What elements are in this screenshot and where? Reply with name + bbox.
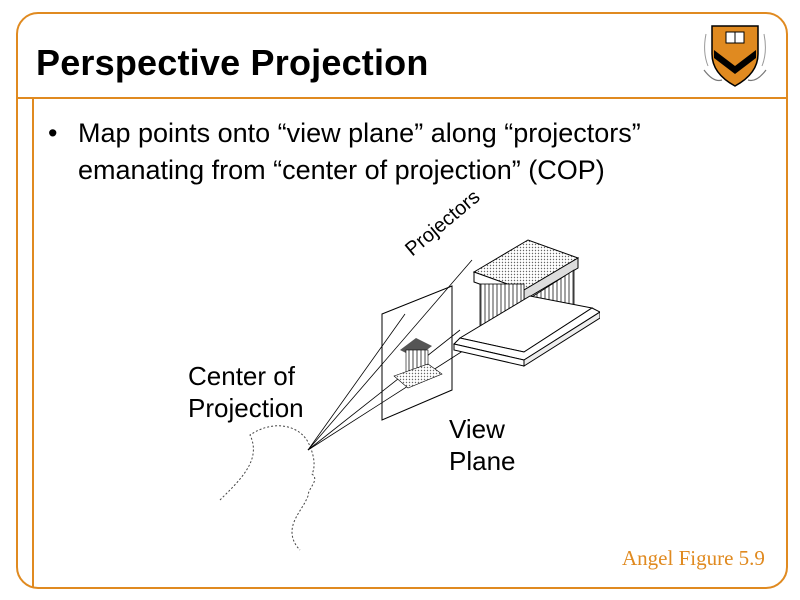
slide-title: Perspective Projection xyxy=(36,42,429,83)
figure-credit: Angel Figure 5.9 xyxy=(622,546,765,570)
title-divider xyxy=(16,97,788,99)
bullet-symbol: • xyxy=(48,118,58,148)
view-plane-label-line1: View xyxy=(449,414,505,444)
temple-object xyxy=(453,239,600,367)
view-plane-label-line2: Plane xyxy=(449,446,516,476)
center-of-projection-label-line2: Projection xyxy=(188,393,304,423)
slide-frame xyxy=(16,12,788,589)
princeton-shield-icon xyxy=(703,25,767,87)
perspective-projection-figure xyxy=(219,239,600,551)
view-plane xyxy=(381,285,453,421)
left-divider xyxy=(32,99,34,587)
projected-temple xyxy=(393,338,443,389)
projector-lines xyxy=(307,259,481,451)
bullet-text: Map points onto “view plane” along “proj… xyxy=(78,118,641,185)
center-of-projection-label-line1: Center of xyxy=(188,361,295,391)
viewer-head xyxy=(219,425,316,551)
